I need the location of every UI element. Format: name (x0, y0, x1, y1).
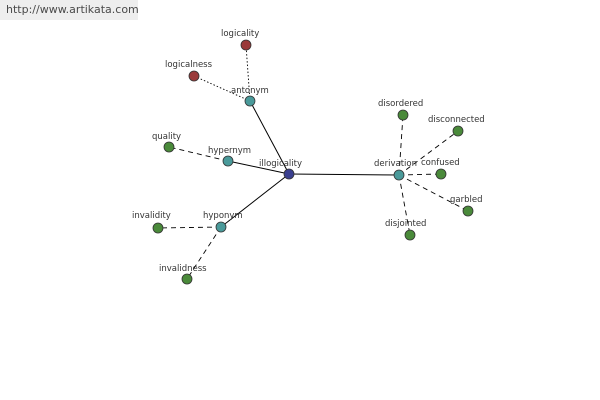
node-circle-hyponym[interactable] (215, 221, 227, 233)
edge-derivation-disjointed (398, 174, 411, 236)
node-circle-hypernym[interactable] (222, 155, 234, 167)
edge-illogicality-hyponym (220, 173, 290, 228)
node-quality[interactable]: quality (152, 132, 181, 153)
node-circle-invalidity[interactable] (152, 222, 164, 234)
node-label-hyponym: hyponym (203, 211, 243, 221)
node-hypernym[interactable]: hypernym (208, 146, 251, 167)
node-label-logicality: logicality (221, 29, 259, 39)
node-label-hypernym: hypernym (208, 146, 251, 156)
node-circle-disjointed[interactable] (404, 229, 416, 241)
edge-hyponym-invalidness (186, 226, 222, 280)
edge-hyponym-invalidity (157, 226, 222, 229)
node-logicality[interactable]: logicality (221, 29, 259, 51)
node-derivation[interactable]: derivation (374, 159, 417, 181)
node-garbled[interactable]: garbled (450, 195, 482, 217)
node-invalidness[interactable]: invalidness (159, 264, 207, 285)
node-circle-disordered[interactable] (397, 109, 409, 121)
edge-antonym-logicality (245, 44, 251, 102)
edge-hypernym-quality (168, 146, 229, 162)
node-confused[interactable]: confused (421, 158, 460, 180)
node-label-disjointed: disjointed (385, 219, 426, 229)
node-circle-illogicality[interactable] (283, 168, 295, 180)
node-label-antonym: antonym (231, 86, 269, 96)
node-circle-garbled[interactable] (462, 205, 474, 217)
node-antonym[interactable]: antonym (231, 86, 269, 107)
node-label-invalidness: invalidness (159, 264, 207, 274)
node-label-illogicality: illogicality (259, 159, 302, 169)
edge-illogicality-antonym (249, 100, 290, 175)
node-circle-logicalness[interactable] (188, 70, 200, 82)
edge-derivation-disconnected (398, 130, 459, 176)
node-illogicality[interactable]: illogicality (259, 159, 302, 180)
node-disjointed[interactable]: disjointed (385, 219, 426, 241)
nodes-layer: illogicality antonym hypernym hyponym deriva… (132, 29, 485, 285)
node-circle-quality[interactable] (163, 141, 175, 153)
node-label-invalidity: invalidity (132, 211, 171, 221)
node-label-logicalness: logicalness (165, 60, 213, 70)
edge-illogicality-hypernym (227, 160, 290, 175)
node-disconnected[interactable]: disconnected (428, 115, 485, 137)
node-logicalness[interactable]: logicalness (165, 60, 213, 82)
node-label-quality: quality (152, 132, 181, 142)
edge-derivation-garbled (398, 174, 469, 212)
node-circle-logicality[interactable] (240, 39, 252, 51)
node-label-confused: confused (421, 158, 460, 168)
node-label-disconnected: disconnected (428, 115, 485, 125)
node-invalidity[interactable]: invalidity (132, 211, 171, 234)
node-circle-invalidness[interactable] (181, 273, 193, 285)
node-label-derivation: derivation (374, 159, 417, 169)
edge-illogicality-derivation (288, 173, 400, 176)
edge-derivation-confused (398, 173, 442, 176)
node-circle-disconnected[interactable] (452, 125, 464, 137)
node-label-garbled: garbled (450, 195, 482, 205)
node-hyponym[interactable]: hyponym (203, 211, 243, 233)
node-circle-derivation[interactable] (393, 169, 405, 181)
node-label-disordered: disordered (378, 99, 423, 109)
node-circle-antonym[interactable] (244, 95, 256, 107)
node-circle-confused[interactable] (435, 168, 447, 180)
edge-derivation-disordered (398, 114, 404, 176)
edges-layer (157, 44, 469, 280)
site-watermark: http://www.artikata.com (0, 0, 139, 20)
node-disordered[interactable]: disordered (378, 99, 423, 121)
